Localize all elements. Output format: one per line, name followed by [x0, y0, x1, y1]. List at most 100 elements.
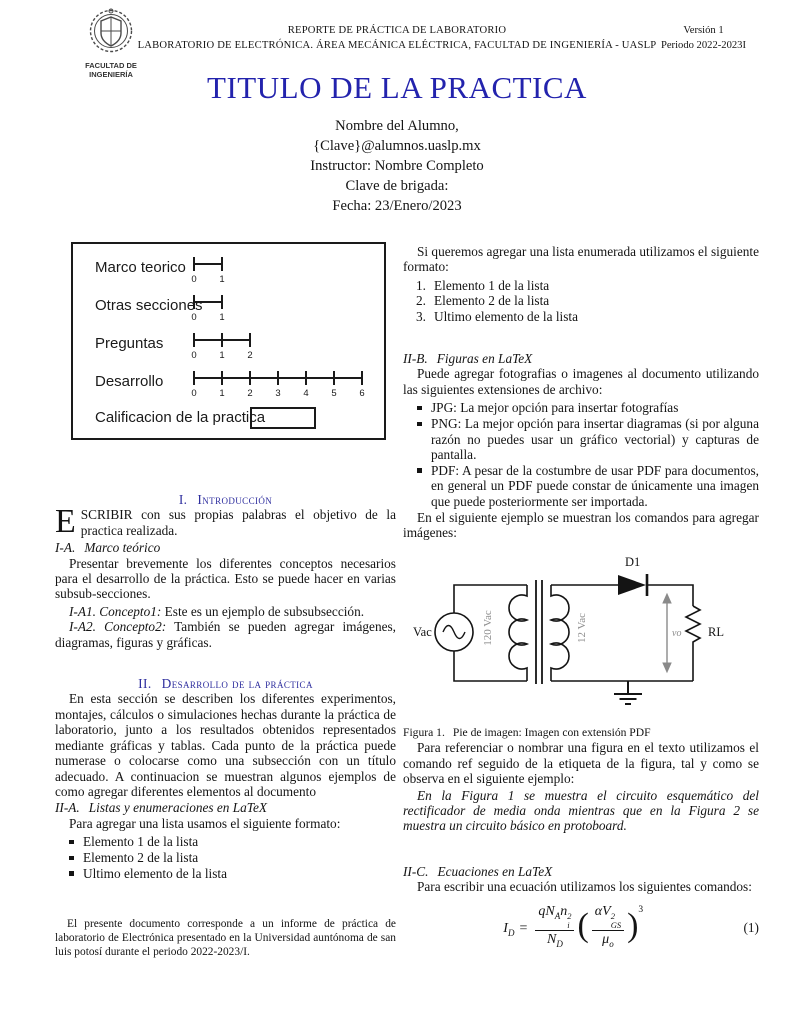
subsubsection-label: I-A1. Concepto1: [69, 603, 162, 619]
section-number: II. [138, 676, 152, 692]
section-number: I. [178, 492, 188, 507]
list-item: PDF: A pesar de la costumbre de usar PDF… [403, 463, 759, 509]
list-item: Elemento 1 de la lista [55, 834, 396, 849]
list-item: Elemento 2 de la lista [416, 293, 550, 309]
author-brigade: Clave de brigada: [345, 178, 449, 194]
eq-left-paren: ( [577, 907, 589, 945]
tick-label: 1 [219, 274, 225, 285]
load-label: RL [708, 625, 724, 639]
tick-label: 4 [303, 388, 309, 399]
logo-caption-line2: INGENIERÍA [89, 69, 133, 79]
figure-caption-label: Figura 1. [403, 726, 445, 740]
example-italic-paragraph: En la Figura 1 se muestra el circuito es… [403, 787, 759, 834]
subsection-IIA-heading: II-A.Listas y enumeraciones en LaTeX [55, 800, 396, 815]
footnote: El presente documento corresponde a un i… [55, 918, 396, 959]
eq-exponent: 3 [638, 904, 644, 915]
referencia-paragraph: Para referenciar o nombrar una figura en… [403, 740, 759, 787]
subsection-title: Ecuaciones en LaTeX [437, 863, 553, 879]
figure-caption: Figura 1. Pie de imagen: Imagen con exten… [403, 726, 759, 740]
section-title: Introducción [197, 492, 273, 507]
subsection-IIB-heading: II-B.Figuras en LaTeX [403, 351, 759, 366]
marco-teorico-paragraph: Presentar brevemente los diferentes conc… [55, 555, 396, 602]
primary-voltage-label: 120 Vac [482, 611, 494, 647]
university-crest-logo: FACULTAD DE INGENIERÍA [76, 8, 146, 79]
primary-winding-icon [508, 585, 530, 682]
section-1-heading: I. Introducción [55, 492, 396, 507]
diode-icon [618, 574, 649, 597]
secondary-voltage-label: 12 Vac [576, 613, 588, 643]
list-item: Ultimo elemento de la lista [416, 308, 579, 325]
tick-label: 1 [219, 312, 225, 323]
tick-label: 0 [191, 388, 197, 399]
left-column: Marco teorico 0 1 Otras secciones 0 1 [55, 242, 396, 882]
crest-icon [89, 8, 133, 53]
right-column: Si queremos agregar una lista enumerada … [403, 244, 759, 953]
author-email: {Clave}@alumnos.uaslp.mx [313, 138, 481, 154]
logo-caption-line1: FACULTAD DE [85, 61, 137, 70]
header-line2: LABORATORIO DE ELECTRÓNICA. ÁREA MECÁNIC… [137, 40, 657, 51]
enum-intro-paragraph: Si queremos agregar una lista enumerada … [403, 244, 759, 275]
tick-label: 6 [359, 388, 365, 399]
list-item: Ultimo elemento de la lista [55, 866, 396, 881]
ecuacion-intro-paragraph: Para escribir una ecuación utilizamos lo… [417, 879, 752, 895]
vo-label: vo [672, 628, 681, 639]
ejemplo-comandos-paragraph: En el siguiente ejemplo se muestran los … [403, 509, 759, 540]
subsubsection-IA1: I-A1. Concepto1: Este es un ejemplo de s… [55, 604, 396, 619]
subsubsection-text: Este es un ejemplo de subsubsección. [164, 603, 365, 619]
tick-label: 1 [219, 350, 225, 361]
subsection-IA-heading: I-A.Marco teórico [55, 540, 396, 555]
grade-input-box [250, 407, 316, 429]
rubric-scale: 0 1 [191, 292, 225, 324]
resistor-icon [684, 605, 702, 682]
bullet-list: Elemento 1 de la lista Elemento 2 de la … [55, 834, 396, 881]
tick-label: 5 [331, 388, 337, 399]
rubric-scale: 0 1 2 [191, 330, 253, 362]
eq-right-paren: ) [627, 907, 639, 945]
intro-text: SCRIBIR con sus propias palabras el obje… [80, 507, 396, 538]
ground-icon [614, 681, 642, 706]
footnote-text: El presente documento corresponde a un i… [55, 918, 396, 958]
figure-caption-text: Pie de imagen: Imagen con extensión PDF [452, 726, 651, 740]
subsubsection-IA2: I-A2. Concepto2: También se pueden agreg… [55, 619, 396, 650]
figure-1: D1 Vac 120 Vac 12 Vac vo RL Figura 1. Pie… [403, 554, 759, 740]
tick-label: 2 [247, 388, 253, 399]
rubric-scale: 0 1 [191, 254, 225, 286]
subsection-title: Marco teórico [84, 540, 161, 556]
section-2-heading: II.Desarrollo de la práctica [55, 676, 396, 691]
list-item: Elemento 1 de la lista [416, 277, 550, 294]
tick-label: 3 [275, 388, 281, 399]
secondary-winding-icon [548, 585, 570, 682]
eq-lhs: I [503, 920, 508, 936]
page-title: TITULO DE LA PRACTICA [207, 70, 587, 105]
header-version: Versión 1 [683, 25, 724, 36]
numbered-list: Elemento 1 de la lista Elemento 2 de la … [403, 277, 759, 325]
header-version-block: Versión 1 Periodo 2022-2023I [661, 23, 746, 53]
tick-label: 2 [247, 350, 253, 361]
rubric-label: Otras secciones [95, 297, 203, 314]
figuras-intro-paragraph: Puede agregar fotografias o imagenes al … [403, 366, 759, 397]
eq-lhs-sub: D [507, 927, 515, 938]
tick-label: 1 [219, 388, 225, 399]
subsection-number: II-C. [403, 863, 429, 879]
author-date: Fecha: 23/Enero/2023 [332, 198, 462, 214]
header-line1: REPORTE DE PRÁCTICA DE LABORATORIO [287, 25, 507, 36]
grade-label: Calificacion de la practica [95, 409, 266, 426]
subsection-number: II-B. [403, 351, 428, 367]
subsection-number: II-A. [55, 800, 80, 816]
subsubsection-text: También se pueden agregar imágenes, diag… [55, 619, 397, 650]
list-item: Elemento 2 de la lista [55, 850, 396, 865]
header-period: Periodo 2022-2023I [660, 40, 746, 51]
rectifier-circuit-diagram: D1 Vac 120 Vac 12 Vac vo RL [413, 555, 724, 706]
eq-equals: = [519, 920, 528, 936]
diode-label: D1 [625, 555, 640, 569]
desarrollo-paragraph: En esta sección se describen los diferen… [55, 691, 396, 799]
header-center: REPORTE DE PRÁCTICA DE LABORATORIO LABOR… [107, 23, 687, 53]
extensions-bullet-list: JPG: La mejor opción para insertar fotog… [403, 400, 759, 509]
author-name: Nombre del Alumno, [335, 118, 459, 134]
tick-label: 0 [191, 274, 197, 285]
tick-label: 0 [191, 312, 197, 323]
